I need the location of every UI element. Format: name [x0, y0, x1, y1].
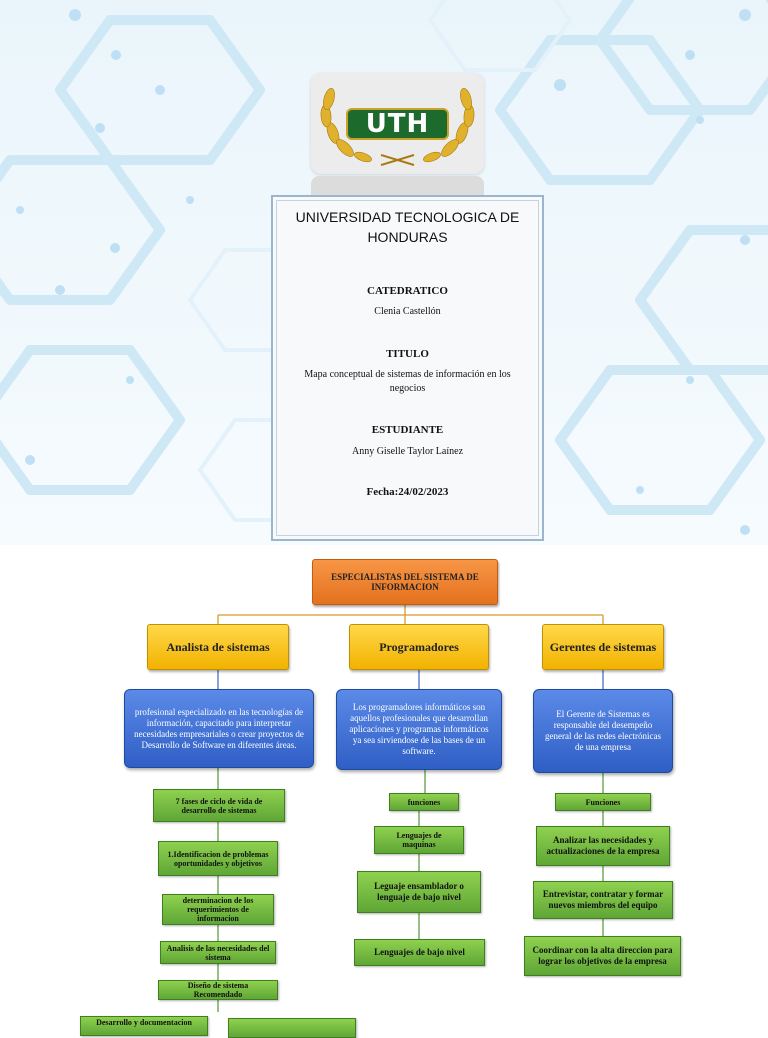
analista-item: 7 fases de ciclo de vida de desarrollo d… — [153, 789, 285, 822]
estudiante-name: Anny Giselle Taylor Laínez — [351, 446, 464, 457]
uth-logo-text: UTH — [365, 109, 430, 139]
gerentes-item: Coordinar con la alta direccion para log… — [524, 936, 681, 976]
analista-item — [228, 1018, 356, 1038]
gerentes-item: Analizar las necesidades y actualizacion… — [536, 826, 670, 866]
fecha: Fecha:24/02/2023 — [366, 486, 449, 498]
map-root: ESPECIALISTAS DEL SISTEMA DE INFORMACION — [312, 559, 498, 605]
analista-item: Diseño de sistema Recomendado — [158, 980, 278, 1000]
logo-tab — [311, 176, 484, 196]
branch-programadores: Programadores — [349, 624, 489, 670]
titulo-text: Mapa conceptual de sistemas de informaci… — [304, 369, 511, 394]
university-name: UNIVERSIDAD TECNOLOGICA DE HONDURAS — [295, 209, 520, 245]
analista-item: determinacion de los requerimientos de i… — [162, 894, 274, 925]
analista-item: 1.Identificacion de problemas oportunida… — [158, 841, 278, 876]
catedratico-name: Clenia Castellón — [374, 306, 441, 317]
description-analista: profesional especializado en las tecnolo… — [124, 689, 314, 768]
uth-logo-card: UTH — [311, 73, 484, 174]
titulo-label: TITULO — [386, 348, 429, 360]
uth-logo — [320, 87, 475, 166]
description-programadores: Los programadores informáticos son aquel… — [336, 689, 502, 770]
programadores-item: Lenguajes de maquinas — [374, 826, 464, 854]
programadores-item: funciones — [389, 793, 459, 811]
gerentes-item: Entrevistar, contratar y formar nuevos m… — [533, 881, 673, 919]
branch-analista: Analista de sistemas — [147, 624, 289, 670]
description-gerentes: El Gerente de Sistemas es responsable de… — [533, 689, 673, 773]
catedratico-label: CATEDRATICO — [367, 285, 448, 297]
cover-card: UNIVERSIDAD TECNOLOGICA DE HONDURAS CATE… — [271, 195, 544, 541]
gerentes-item: Funciones — [555, 793, 651, 811]
analista-item: Analisis de las necesidades del sistema — [160, 941, 276, 964]
programadores-item: Lenguajes de bajo nivel — [354, 939, 485, 966]
branch-gerentes: Gerentes de sistemas — [542, 624, 664, 670]
programadores-item: Leguaje ensamblador o lenguaje de bajo n… — [357, 871, 481, 913]
estudiante-label: ESTUDIANTE — [371, 424, 444, 436]
analista-item: Desarrollo y documentacion — [80, 1016, 208, 1036]
